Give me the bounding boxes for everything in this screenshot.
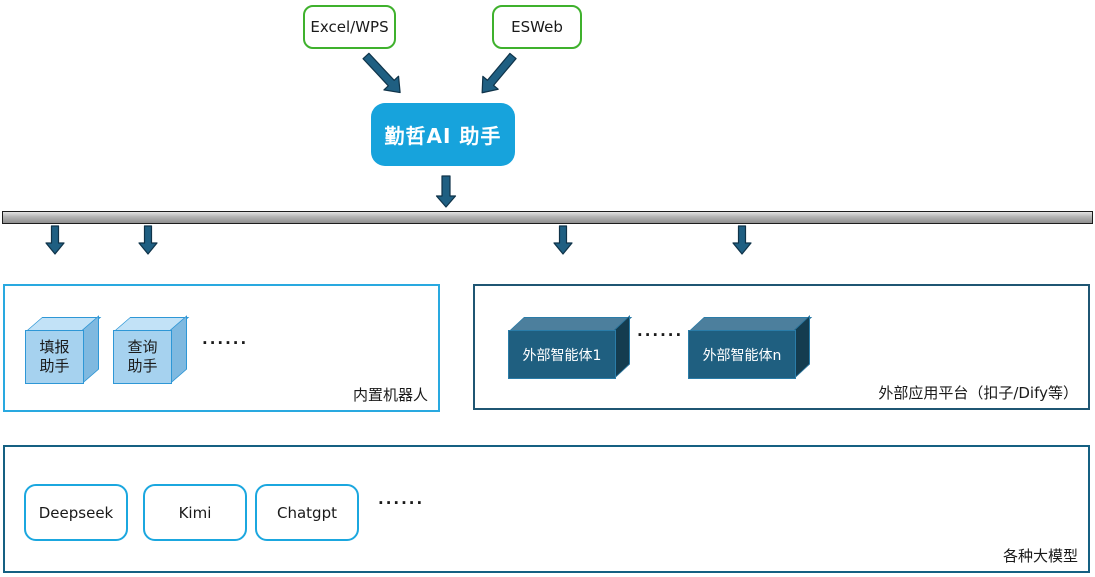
model-label-deepseek: Deepseek xyxy=(38,503,114,522)
external-agent-box-n: 外部智能体n xyxy=(688,315,813,379)
hub-box-ai-assistant: 勤哲AI 助手 xyxy=(371,103,515,166)
ellipsis-robots: ...... xyxy=(202,330,249,348)
panel-label-built-in-robots: 内置机器人 xyxy=(352,386,428,404)
external-agent-1-label: 外部智能体1 xyxy=(522,347,602,364)
external-agent-box-1: 外部智能体1 xyxy=(508,315,633,379)
cube-query-line2: 助手 xyxy=(127,357,158,375)
cube-query-assistant: 查询 助手 xyxy=(113,315,190,384)
agent-box-front-face: 外部智能体1 xyxy=(508,330,616,379)
model-box-chatgpt: Chatgpt xyxy=(255,484,359,541)
ellipsis-external-agents: ...... xyxy=(637,322,684,340)
hub-label: 勤哲AI 助手 xyxy=(384,124,502,148)
cube-front-face: 查询 助手 xyxy=(113,330,172,384)
arrow-bus-to-external-1 xyxy=(553,225,573,255)
arrow-bus-to-external-2 xyxy=(732,225,752,255)
arrow-esweb-to-hub xyxy=(481,52,517,94)
panel-label-external-platforms: 外部应用平台（扣子/Dify等） xyxy=(878,384,1078,402)
external-agent-n-label: 外部智能体n xyxy=(702,347,782,364)
model-label-chatgpt: Chatgpt xyxy=(277,503,337,522)
model-box-deepseek: Deepseek xyxy=(24,484,128,541)
arrow-excel-to-hub xyxy=(362,52,401,94)
bus-bar xyxy=(2,211,1093,224)
cube-front-face: 填报 助手 xyxy=(25,330,84,384)
source-label-excel-wps: Excel/WPS xyxy=(310,18,389,36)
source-box-excel-wps: Excel/WPS xyxy=(303,5,396,49)
source-label-esweb: ESWeb xyxy=(511,18,563,36)
cube-fill-line1: 填报 xyxy=(39,338,70,356)
arrow-bus-to-robots-1 xyxy=(45,225,65,255)
agent-box-front-face: 外部智能体n xyxy=(688,330,796,379)
source-box-esweb: ESWeb xyxy=(492,5,582,49)
arrow-hub-to-bus xyxy=(435,175,457,208)
cube-fill-assistant: 填报 助手 xyxy=(25,315,102,384)
ellipsis-models: ...... xyxy=(378,490,425,508)
arrow-bus-to-robots-2 xyxy=(138,225,158,255)
cube-query-line1: 查询 xyxy=(127,338,158,356)
model-label-kimi: Kimi xyxy=(178,503,212,522)
cube-fill-line2: 助手 xyxy=(39,357,70,375)
panel-label-large-models: 各种大模型 xyxy=(1002,547,1078,565)
model-box-kimi: Kimi xyxy=(143,484,247,541)
